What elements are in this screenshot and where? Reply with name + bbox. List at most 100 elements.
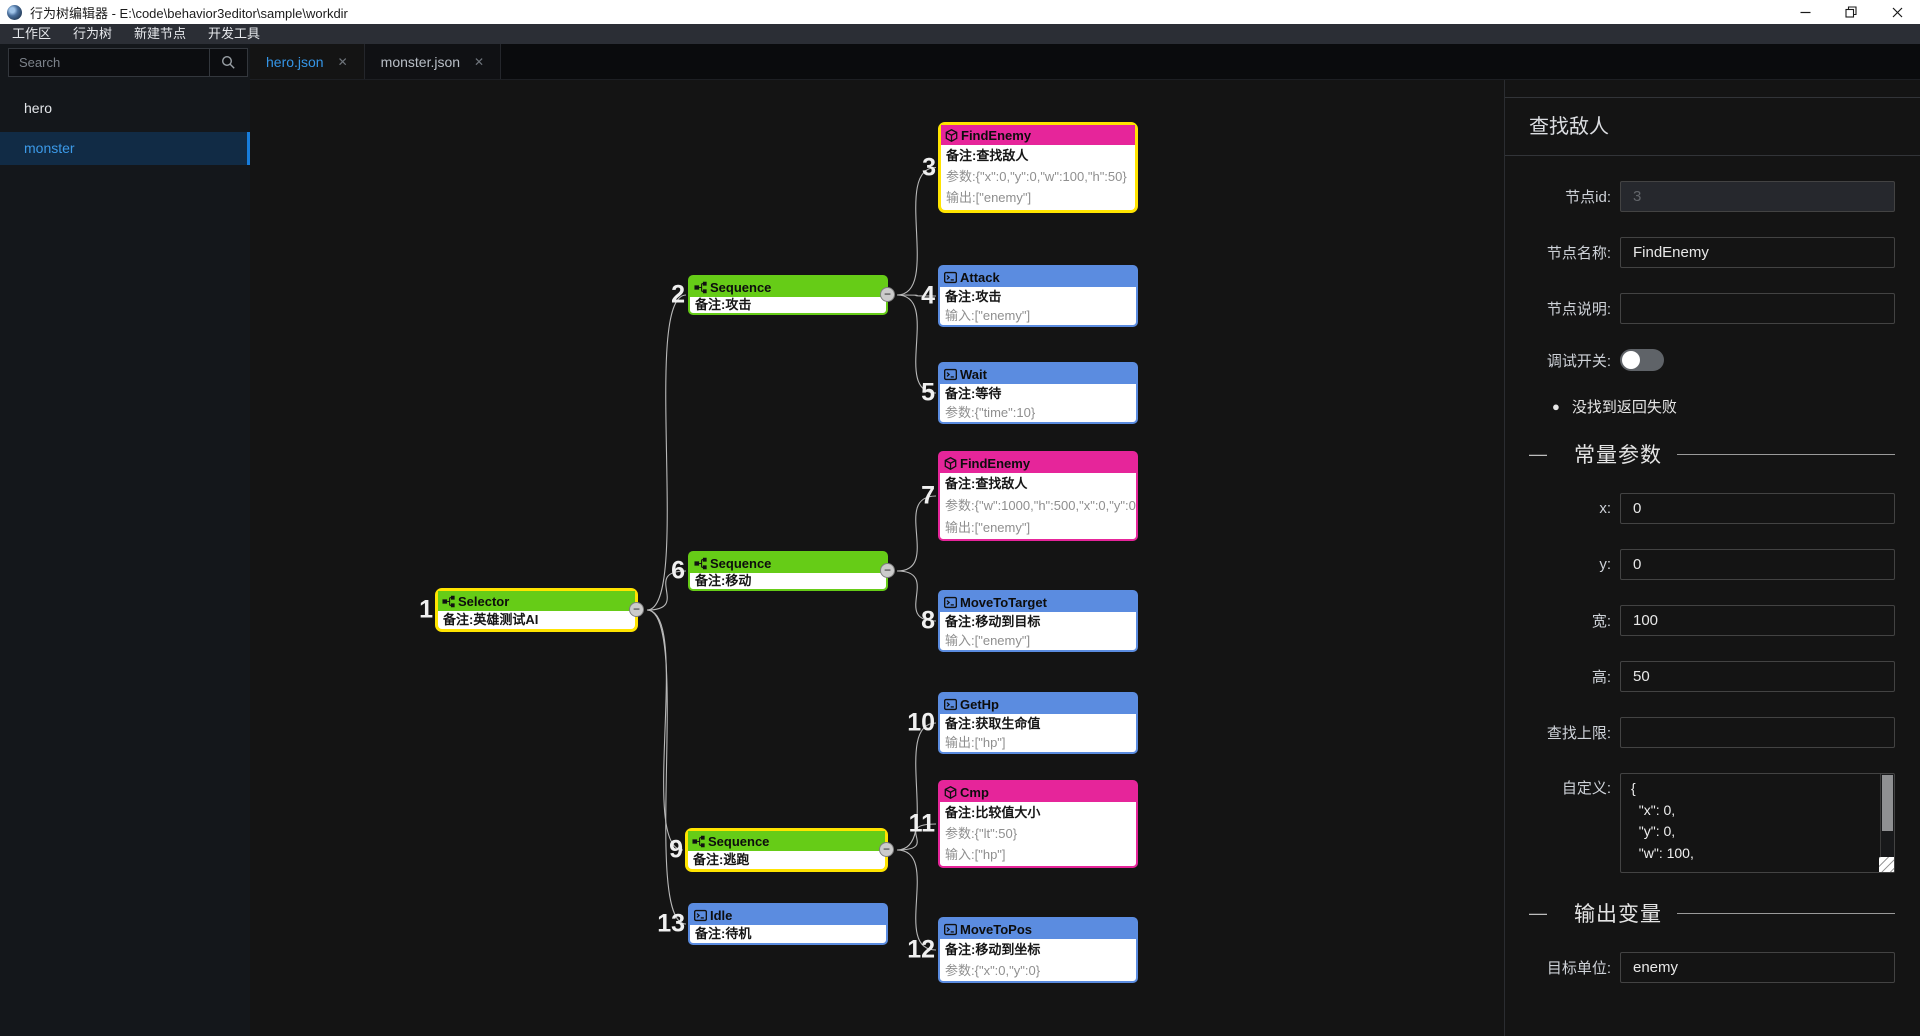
- search-icon: [221, 55, 235, 69]
- node-order-number: 1: [419, 595, 433, 624]
- menu-item-workspace[interactable]: 工作区: [12, 26, 52, 41]
- collapse-section-icon[interactable]: —: [1529, 443, 1547, 464]
- node-title: MoveToPos: [960, 921, 1032, 937]
- tree-edge: [896, 849, 937, 951]
- node-title: GetHp: [960, 696, 999, 712]
- node-id-label: 节点id:: [1565, 189, 1611, 206]
- bullet-icon: ●: [1552, 399, 1560, 414]
- window-title: 行为树编辑器 - E:\code\behavior3editor\sample\…: [30, 5, 348, 21]
- resize-grip[interactable]: [1879, 857, 1894, 872]
- field-custom-json[interactable]: { "x": 0, "y": 0, "w": 100,: [1620, 773, 1895, 873]
- subtree-icon: [694, 281, 707, 294]
- tab-hero-json[interactable]: hero.json ✕: [250, 44, 365, 79]
- tab-label: monster.json: [380, 53, 461, 70]
- node-body: 备注:逃跑: [688, 851, 885, 869]
- minimize-button[interactable]: [1782, 0, 1828, 24]
- panel-title: 查找敌人: [1505, 98, 1920, 156]
- tree-edge: [896, 570, 937, 622]
- maximize-button[interactable]: [1828, 0, 1874, 24]
- node-desc: 备注:移动: [695, 573, 752, 588]
- tree-edge: [896, 823, 937, 851]
- node-desc-field[interactable]: [1620, 293, 1895, 324]
- custom-json-text[interactable]: { "x": 0, "y": 0, "w": 100,: [1631, 780, 1694, 861]
- node-body: 备注:查找敌人参数:{"x":0,"y":0,"w":100,"h":50}输出…: [941, 145, 1135, 208]
- node-header: Selector: [438, 591, 635, 611]
- collapse-toggle[interactable]: −: [880, 563, 895, 578]
- search-button[interactable]: [209, 49, 247, 76]
- node-note-text: 没找到返回失败: [1571, 399, 1677, 416]
- node-order-number: 4: [921, 281, 935, 310]
- arg-height-row: 高:: [1505, 661, 1895, 692]
- tab-close-icon[interactable]: ✕: [337, 54, 348, 69]
- field-search-limit[interactable]: [1620, 717, 1895, 748]
- terminal-icon: [944, 368, 957, 381]
- node-header: GetHp: [940, 694, 1136, 714]
- arg-y-label: y:: [1599, 556, 1611, 573]
- close-button[interactable]: [1874, 0, 1920, 24]
- node-param: 输入:["hp"]: [945, 847, 1006, 862]
- sidebar-item-monster[interactable]: monster: [0, 132, 250, 165]
- node-header: FindEnemy: [940, 453, 1136, 473]
- menu-item-dev-tools[interactable]: 开发工具: [208, 26, 261, 41]
- field-x[interactable]: [1620, 493, 1895, 524]
- debug-toggle[interactable]: [1620, 349, 1664, 371]
- node-name-field[interactable]: [1620, 237, 1895, 268]
- field-target-unit[interactable]: [1620, 952, 1895, 983]
- node-header: Sequence: [690, 553, 886, 573]
- collapse-toggle[interactable]: −: [629, 602, 644, 617]
- sidebar-item-hero[interactable]: hero: [24, 100, 53, 116]
- section-output-vars: — 输出变量: [1505, 898, 1895, 928]
- field-width[interactable]: [1620, 605, 1895, 636]
- node-body: 备注:移动到目标输入:["enemy"]: [940, 612, 1136, 650]
- file-sidebar: hero monster: [0, 44, 250, 1036]
- tabstrip: hero.json ✕ monster.json ✕: [250, 44, 1920, 80]
- tree-edge: [646, 570, 687, 611]
- tree-edge: [646, 294, 687, 611]
- field-y[interactable]: [1620, 549, 1895, 580]
- collapse-toggle[interactable]: −: [879, 842, 894, 857]
- node-title: Cmp: [960, 784, 989, 800]
- section-divider: [1677, 912, 1895, 914]
- node-desc: 备注:移动到坐标: [945, 942, 1041, 957]
- node-body: 备注:查找敌人参数:{"w":1000,"h":500,"x":0,"y":0}…: [940, 473, 1136, 539]
- tab-close-icon[interactable]: ✕: [474, 54, 485, 69]
- arg-width-row: 宽:: [1505, 605, 1895, 636]
- node-header: Sequence: [690, 277, 886, 297]
- search-input[interactable]: [9, 49, 209, 76]
- target-unit-row: 目标单位:: [1505, 952, 1895, 983]
- node-desc: 备注:逃跑: [693, 852, 750, 867]
- restore-icon: [1845, 6, 1857, 18]
- cube-icon: [945, 128, 958, 142]
- node-body: 备注:移动: [690, 573, 886, 589]
- scrollbar-thumb[interactable]: [1882, 775, 1893, 831]
- node-title: Sequence: [708, 833, 770, 849]
- node-desc: 备注:英雄测试AI: [443, 612, 539, 627]
- node-param: 输出:["hp"]: [945, 735, 1006, 750]
- section-title: 常量参数: [1574, 444, 1662, 467]
- scrollbar-track[interactable]: [1880, 774, 1894, 872]
- tree-edge: [896, 166, 937, 296]
- menu-item-new-node[interactable]: 新建节点: [134, 26, 187, 41]
- collapse-toggle[interactable]: −: [880, 287, 895, 302]
- menu-item-behavior-tree[interactable]: 行为树: [73, 26, 113, 41]
- node-param: 参数:{"x":0,"y":0}: [945, 963, 1041, 978]
- collapse-section-icon[interactable]: —: [1529, 902, 1547, 923]
- tab-monster-json[interactable]: monster.json ✕: [364, 44, 502, 79]
- field-height[interactable]: [1620, 661, 1895, 692]
- close-icon: [1892, 7, 1902, 17]
- arg-height-label: 高:: [1591, 669, 1611, 686]
